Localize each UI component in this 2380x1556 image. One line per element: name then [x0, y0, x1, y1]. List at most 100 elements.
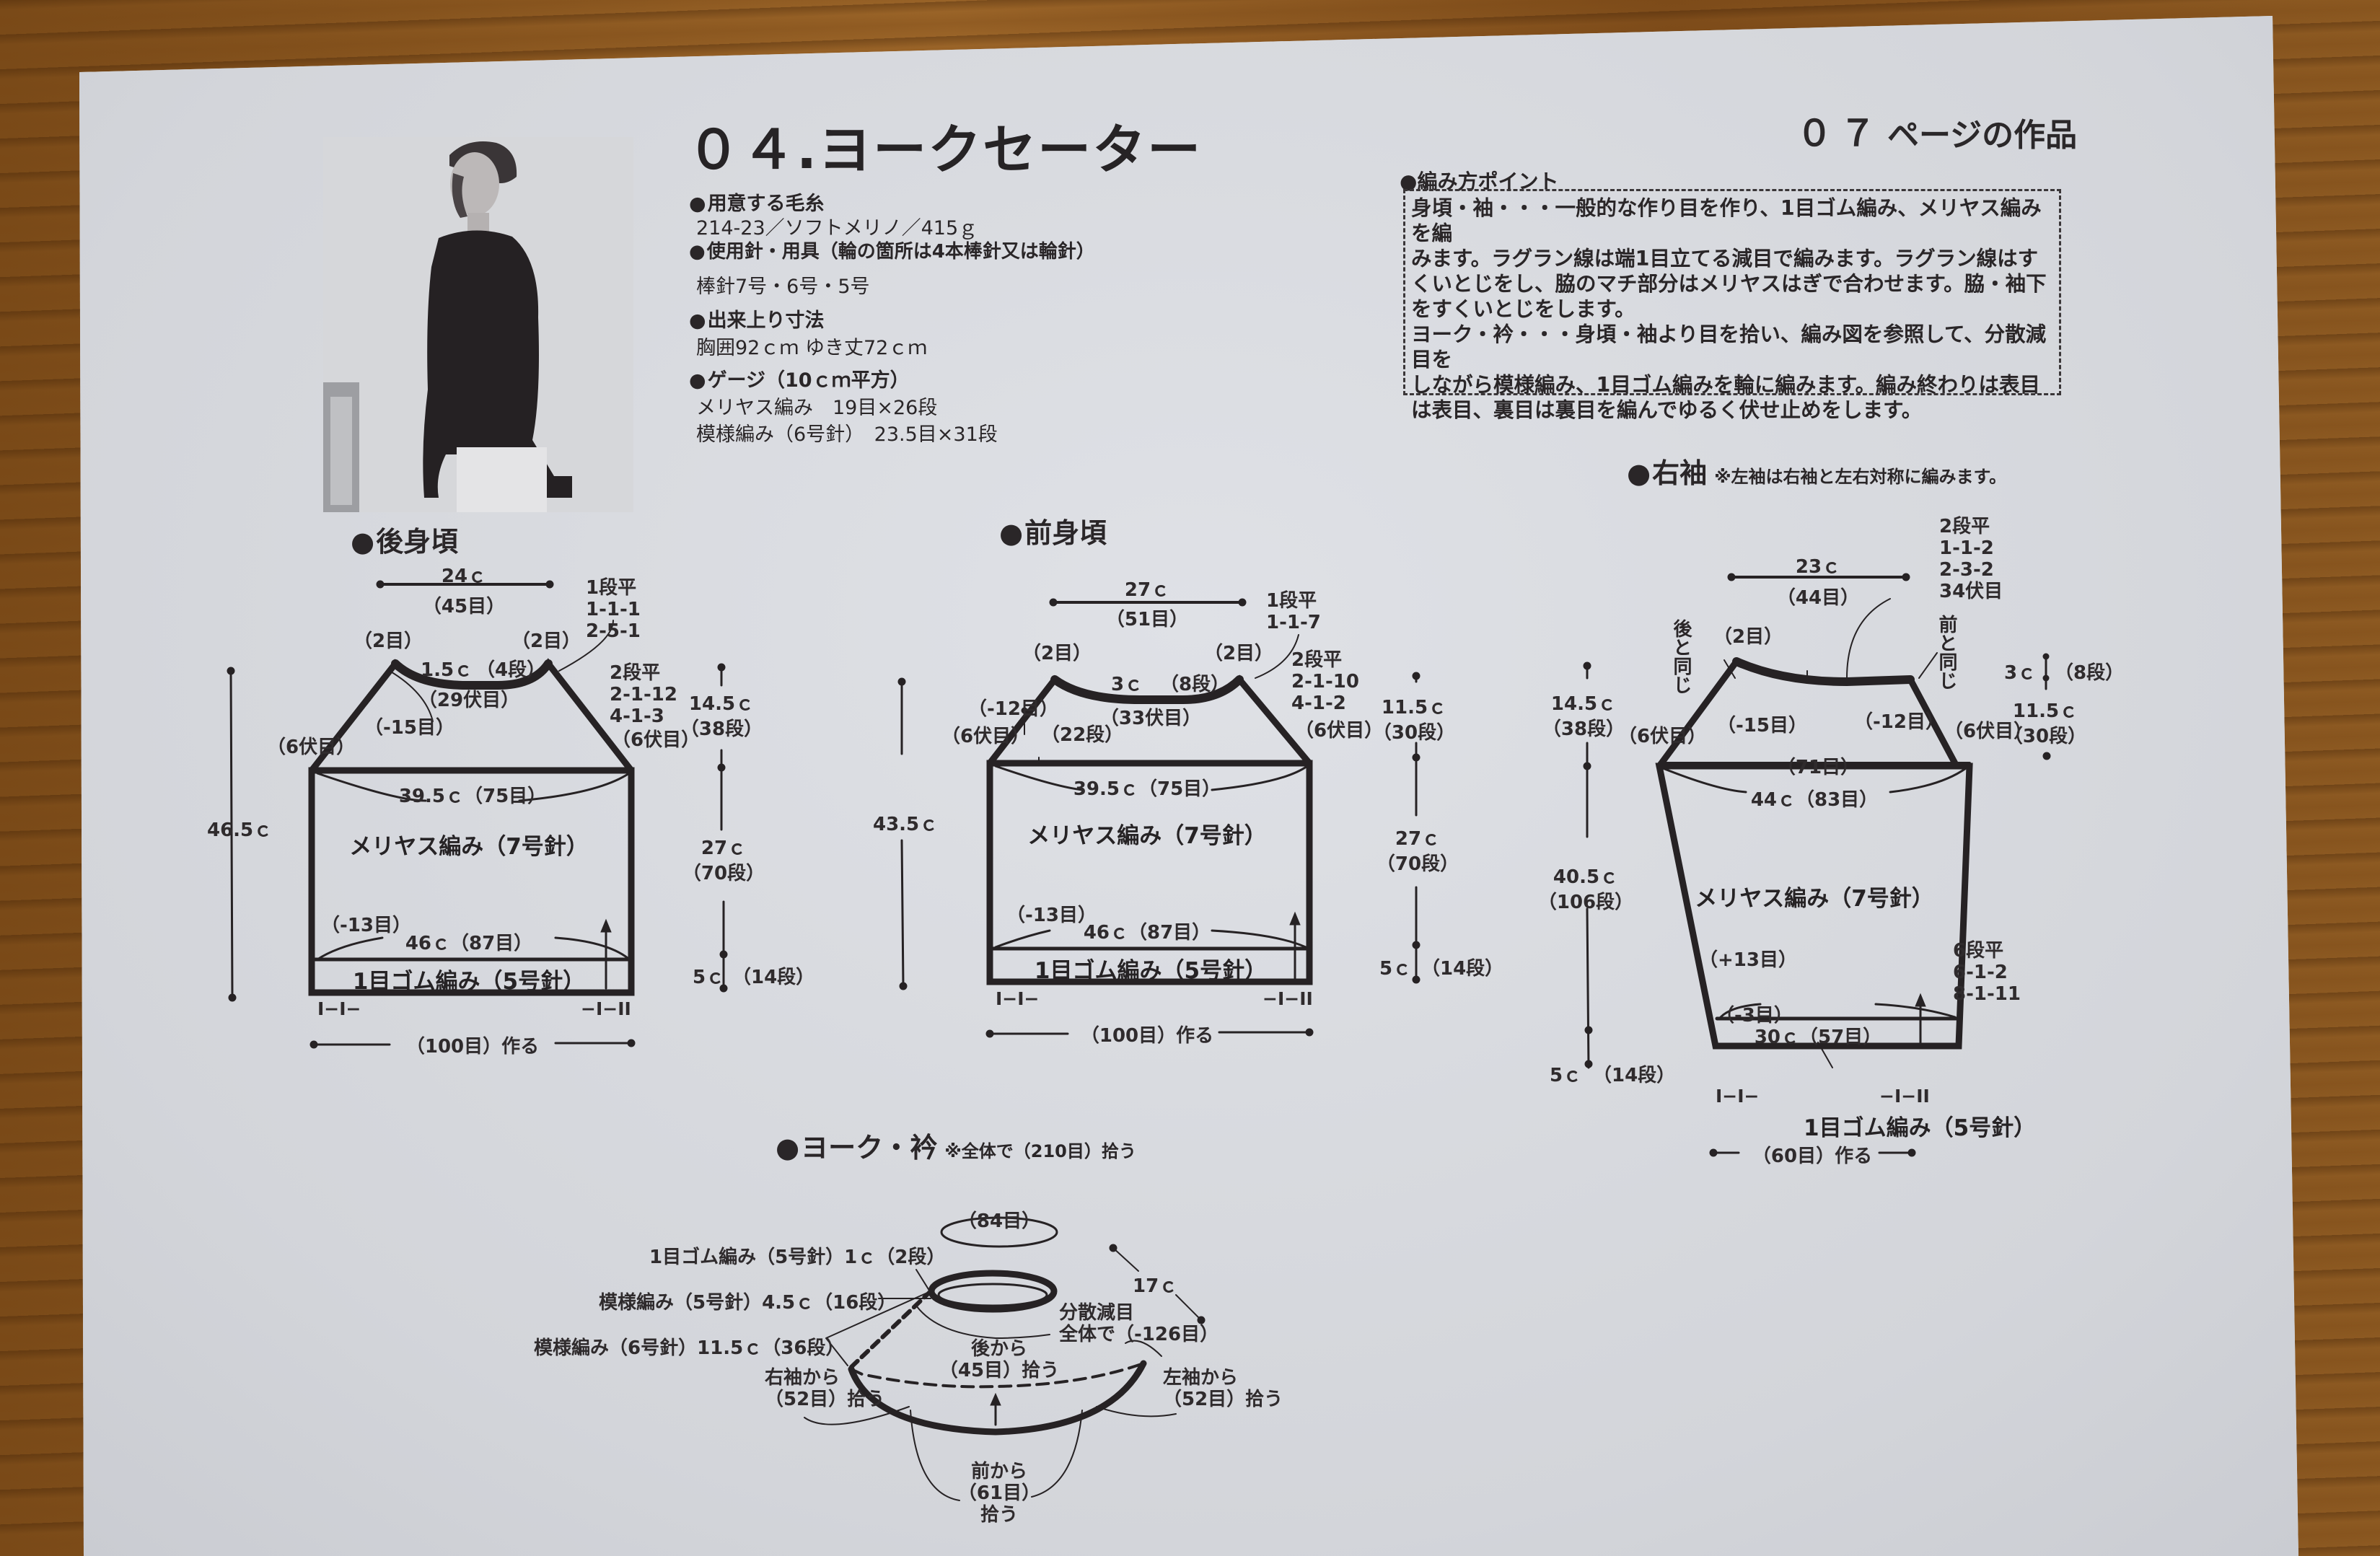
page-title: ０４.ヨークセーター — [687, 119, 1203, 181]
back-raglan-decrease: 2段平 2-1-12 4-1-3 — [610, 662, 677, 727]
sleeve-heading-row: 右袖 ※左袖は右袖と左右対称に編みます。 — [1627, 451, 2006, 491]
front-armhole-bindoff-right: （6伏目） — [1295, 720, 1384, 742]
front-rib-symbol-left: I−I− — [996, 988, 1040, 1009]
page-ref-number: ０７ — [1796, 113, 1883, 154]
yoke-pattern-5: 模様編み（5号針）4.5ｃ（16段） — [599, 1292, 897, 1314]
back-body-rows: （70段） — [682, 863, 765, 884]
yoke-from-left-sleeve: 左袖から （52目）拾う — [1163, 1367, 1283, 1410]
front-ribbing-height: 5ｃ — [1379, 958, 1412, 980]
yoke-note: ※全体で（210目）拾う — [944, 1141, 1136, 1161]
points-line: くいとじをし、脇のマチ部分はメリヤスはぎで合わせます。脇・袖下 — [1411, 272, 2047, 296]
front-cast-on: （100目）作る — [1080, 1025, 1214, 1047]
back-body-height: 27ｃ — [701, 838, 747, 859]
sleeve-top-stitches: （44目） — [1776, 587, 1860, 609]
front-body-width: 39.5ｃ（75目） — [1073, 778, 1221, 800]
sleeve-ribbing: 1目ゴム編み（5号針） — [1804, 1115, 2037, 1141]
sleeve-heading: 右袖 — [1627, 457, 1707, 489]
points-line: しながら模様編み、1目ゴム編みを輪に編みます。編み終わりは表目 — [1411, 373, 2040, 397]
sleeve-front-drop-rows: （8段） — [2055, 662, 2125, 684]
front-body-rows: （70段） — [1376, 853, 1459, 875]
yarn-heading: 用意する毛糸 — [689, 188, 825, 216]
gauge-pattern: 模様編み（6号針） 23.5目×31段 — [696, 423, 998, 446]
needles-heading: 使用針・用具（輪の箇所は4本棒針又は輪針） — [689, 237, 1095, 263]
back-shoulder-left: （2目） — [353, 630, 423, 652]
back-armhole-bindoff-left: （6伏目） — [267, 737, 356, 758]
sleeve-stitch-type: メリヤス編み（7号針） — [1695, 886, 1934, 912]
yoke-rib-band: 1目ゴム編み（5号針）1ｃ（2段） — [649, 1247, 946, 1268]
sleeve-cuff-width: 30ｃ（57目） — [1754, 1027, 1882, 1048]
size-value: 胸囲92ｃｍ ゆき丈72ｃｍ — [696, 337, 928, 359]
front-raglan-rows: （30段） — [1372, 722, 1456, 744]
back-shoulder-right: （2目） — [511, 630, 581, 652]
front-neck-decrease: 1段平 1-1-7 — [1266, 590, 1321, 633]
sleeve-bindoff-left: （6伏目） — [1618, 726, 1707, 747]
back-ribbing-height: 5ｃ — [693, 967, 725, 988]
front-shoulder-right: （2目） — [1203, 643, 1274, 664]
back-stitch-type: メリヤス編み（7号針） — [349, 834, 589, 860]
yoke-pattern-6: 模様編み（6号針）11.5ｃ（36段） — [534, 1337, 845, 1359]
back-ribbing-rows: （14段） — [732, 967, 815, 988]
sleeve-raglan-rows-right: （30段） — [2003, 726, 2087, 747]
front-hem-width: 46ｃ（87目） — [1083, 922, 1211, 944]
sleeve-length: 40.5ｃ — [1553, 866, 1619, 888]
yoke-heading: ヨーク・衿 — [776, 1132, 937, 1164]
sleeve-cast-on: （60目）作る — [1752, 1146, 1873, 1167]
front-hem-decrease: （-13目） — [1006, 905, 1097, 926]
points-line: ヨーク・衿・・・身頃・袖より目を拾い、編み図を参照して、分散減目を — [1411, 322, 2047, 372]
sleeve-bindoff-right: （6伏目） — [1944, 721, 2033, 742]
sleeve-dec-right: （-12目） — [1854, 711, 1944, 733]
sleeve-rib-symbol-left: I−I− — [1716, 1086, 1760, 1107]
sleeve-increase-rule: 6段平 6-1-2 8-1-11 — [1953, 940, 2021, 1005]
back-rib-symbol-right: −I−II — [581, 998, 631, 1019]
front-rib-symbol-right: −I−II — [1263, 988, 1313, 1009]
back-cast-on: （100目）作る — [405, 1036, 540, 1058]
front-raglan-height: 11.5ｃ — [1381, 697, 1447, 718]
yoke-heading-row: ヨーク・衿 ※全体で（210目）拾う — [776, 1125, 1136, 1165]
model-photo — [323, 137, 633, 512]
sleeve-raglan-rows-left: （38段） — [1542, 718, 1625, 740]
needles-value: 棒針7号・6号・5号 — [696, 276, 870, 298]
back-top-width: 24ｃ — [441, 566, 487, 587]
sleeve-cap-decrease: 2段平 1-1-2 2-3-2 34伏目 — [1939, 516, 2003, 602]
points-line: をすくいとじをします。 — [1411, 297, 1635, 321]
sleeve-note: ※左袖は右袖と左右対称に編みます。 — [1714, 467, 2007, 487]
front-top-stitches: （51目） — [1105, 609, 1189, 630]
front-armhole-bindoff-left: （6伏目） — [941, 726, 1030, 747]
yarn-value: 214-23／ソフトメリノ／415ｇ — [696, 217, 978, 239]
yoke-outline — [804, 1216, 1206, 1501]
back-ribbing: 1目ゴム編み（5号針） — [352, 969, 586, 995]
gauge-stockinette: メリヤス編み 19目×26段 — [696, 397, 938, 419]
front-shoulder-left: （2目） — [1022, 643, 1092, 664]
back-neck-bindoff: （29伏目） — [418, 690, 520, 711]
back-neck-depth: 1.5ｃ — [421, 659, 473, 681]
points-line: は表目、裏目は裏目を編んでゆるく伏せ止めをします。 — [1411, 398, 1923, 422]
front-raglan-dec: （-12目） — [968, 698, 1058, 720]
sleeve-top-width: 23ｃ — [1795, 556, 1841, 578]
front-body-outline — [897, 598, 1420, 1038]
back-total-height: 46.5ｃ — [207, 819, 273, 841]
back-raglan-height: 14.5ｃ — [688, 693, 755, 715]
front-ribbing-rows: （14段） — [1421, 958, 1504, 980]
yoke-from-back: 後から （45目）拾う — [939, 1338, 1060, 1381]
sleeve-shoulder-left: （2目） — [1713, 626, 1783, 648]
yoke-from-right-sleeve: 右袖から （52目）拾う — [765, 1367, 885, 1410]
front-stitch-type: メリヤス編み（7号針） — [1027, 823, 1267, 849]
back-raglan-rows: （38段） — [680, 718, 763, 740]
yoke-decrease: 分散減目 全体で（-126目） — [1059, 1302, 1219, 1345]
sleeve-raglan-height-left: 14.5ｃ — [1550, 693, 1617, 715]
back-neck-rows: （4段） — [476, 659, 546, 681]
sleeve-same-as-front: 前と同じ — [1936, 615, 1957, 690]
back-armhole-bindoff-right: （6伏目） — [612, 729, 701, 751]
yoke-from-front: 前から （61目） 拾う — [957, 1461, 1041, 1526]
back-hem-width: 46ｃ（87目） — [405, 933, 533, 954]
sleeve-cuff-height: 5ｃ — [1550, 1065, 1582, 1086]
gauge-heading: ゲージ（10ｃｍ平方） — [689, 364, 910, 392]
front-ribbing: 1目ゴム編み（5号針） — [1034, 958, 1268, 984]
back-body-heading: 後身頃 — [351, 519, 458, 559]
front-total-height: 43.5ｃ — [873, 814, 939, 835]
sleeve-upper-width: 44ｃ（83目） — [1750, 789, 1879, 811]
back-neck-decrease: 1段平 1-1-1 2-5-1 — [586, 577, 641, 642]
front-body-heading: 前身頃 — [999, 511, 1107, 550]
